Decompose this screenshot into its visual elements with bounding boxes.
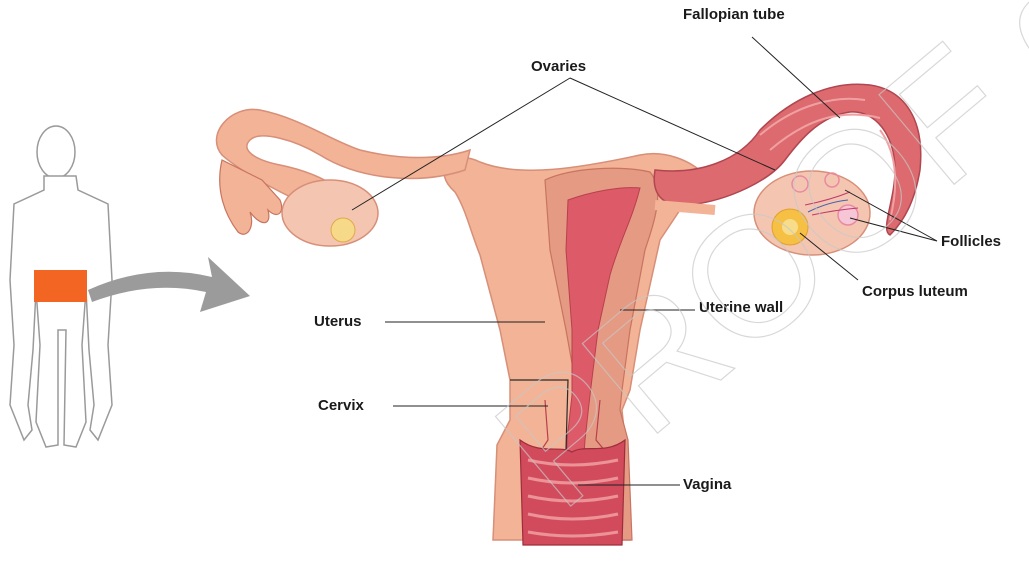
label-corpus-luteum: Corpus luteum xyxy=(862,283,968,301)
pelvic-region-highlight xyxy=(34,270,87,302)
left-ovary xyxy=(282,180,378,246)
vagina-section xyxy=(520,440,625,545)
label-uterus: Uterus xyxy=(314,313,362,331)
label-vagina: Vagina xyxy=(683,476,731,494)
label-fallopian-tube: Fallopian tube xyxy=(683,6,785,24)
label-follicles: Follicles xyxy=(941,233,1001,251)
label-uterine-wall: Uterine wall xyxy=(699,299,783,317)
label-ovaries: Ovaries xyxy=(531,58,586,76)
pointer-arrow xyxy=(88,257,250,312)
label-cervix: Cervix xyxy=(318,397,364,415)
